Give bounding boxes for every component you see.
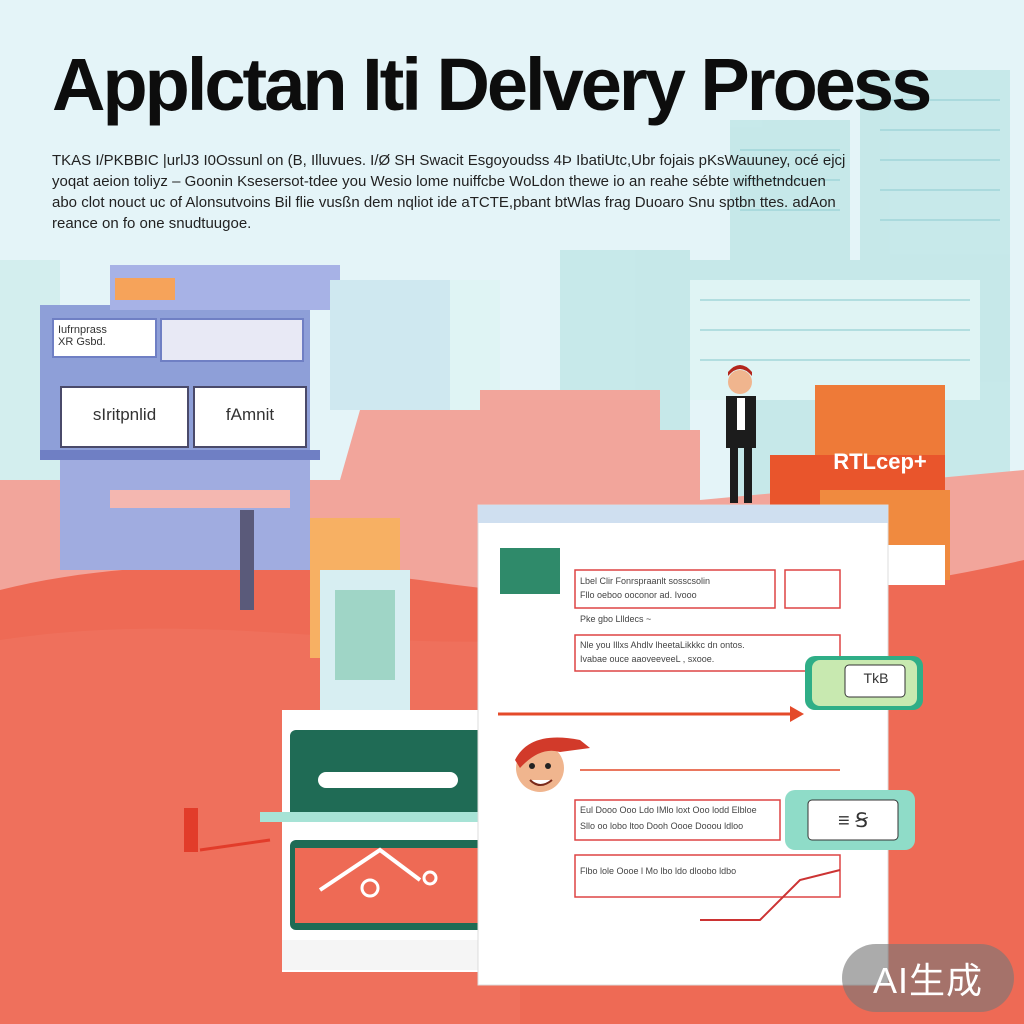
document-row-4: Eul Dooo Ooo Ldo IMlo loxt Ooo lodd Elbl… [580, 805, 757, 831]
document-row-5: Flbo lole Oooe l Mo lbo ldo dloobo ldbo [580, 866, 737, 876]
ai-generated-badge: AI生成 [842, 944, 1014, 1012]
document-row-subtitle: Sllo oo lobo ltoo Dooh Oooe Dooou ldloo [580, 821, 744, 831]
building-sign-bottom-left: sIritpnlid [60, 386, 189, 448]
document-row-3: Nle you Illxs Ahdlv lheetaLikkkc dn onto… [580, 640, 745, 664]
document-row-1: Lbel Clir Fonrspraanlt sosscsolin Fllo o… [580, 576, 710, 600]
building-window-panel [160, 318, 304, 362]
building-sign-top: Iufrnprass XR Gsbd. [52, 318, 157, 358]
document-row-title: Eul Dooo Ooo Ldo IMlo loxt Ooo lodd Elbl… [580, 805, 757, 815]
document-row-title: Lbel Clir Fonrspraanlt sosscsolin [580, 576, 711, 586]
page-title: Applctan Iti Delvery Proess [52, 43, 932, 126]
orange-building-sign: RTLcep+ [833, 449, 927, 474]
document-tag-bottom: ≡ Ꞩ [838, 810, 868, 832]
building-sign-bottom-right: fAmnit [193, 386, 307, 448]
document-row-subtitle: Ivabae ouce aaoveeveeL , sxooe. [580, 654, 715, 664]
intro-paragraph: TKAS I/PKBBIC |urlJ3 I0Ossunl on (B, Ill… [52, 152, 846, 232]
document-tag-top: TkB [863, 670, 889, 686]
document-row-subtitle: Fllo oeboo ooconor ad. Ivooo [580, 590, 697, 600]
document-row-2: Pke gbo Llldecs ~ [580, 614, 652, 624]
document-row-title: Nle you Illxs Ahdlv lheetaLikkkc dn onto… [580, 640, 745, 650]
